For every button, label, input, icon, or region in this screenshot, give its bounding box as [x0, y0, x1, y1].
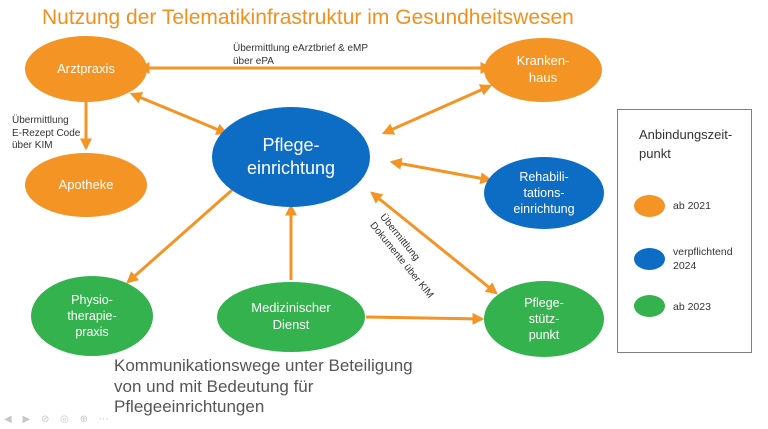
legend-item-2023: ab 2023 — [673, 301, 711, 313]
node-medizinischer-dienst: Medizinischer Dienst — [217, 282, 365, 352]
legend-dot-orange — [634, 195, 665, 217]
node-apotheke: Apotheke — [25, 153, 147, 217]
label-erezept: Übermittlung E-Rezept Code über KIM — [12, 115, 81, 151]
node-pflegeeinrichtung-label: Pflege- einrichtung — [246, 134, 336, 178]
node-medizinischer-dienst-label: Medizinischer Dienst — [251, 300, 331, 332]
node-physiotherapie: Physio- therapie- praxis — [31, 276, 153, 356]
legend-item-2021: ab 2021 — [673, 200, 711, 212]
node-krankenhaus-label: Kranken- haus — [516, 53, 570, 85]
arrow-reha-pflege — [389, 157, 493, 185]
legend-dot-blue — [634, 248, 665, 270]
arrow-md-stuetzpunkt — [365, 312, 485, 325]
node-apotheke-label: Apotheke — [58, 176, 114, 192]
legend: Anbindungszeit- punkt ab 2021 verpflicht… — [617, 109, 752, 353]
node-pflegeeinrichtung: Pflege- einrichtung — [212, 107, 370, 207]
node-arztpraxis: Arztpraxis — [25, 36, 147, 102]
node-pflegestuetzpunkt-label: Pflege- stütz- punkt — [524, 295, 564, 343]
legend-title: Anbindungszeit- punkt — [639, 127, 733, 161]
arrow-krankenhaus-pflege — [381, 84, 493, 135]
arrow-pflege-stuetzpunkt — [370, 191, 498, 295]
toolbar-icons[interactable]: ◀ ▶ ⊘ ◎ ⊕ ⋯ — [4, 414, 113, 425]
node-physiotherapie-label: Physio- therapie- praxis — [67, 292, 117, 340]
legend-dot-green — [634, 295, 665, 317]
node-arztpraxis-label: Arztpraxis — [57, 60, 115, 76]
node-rehabilitation: Rehabili- tations- einrichtung — [484, 157, 604, 229]
arrow-pflege-physio — [126, 188, 233, 284]
label-earztbrief: Übermittlung eArztbrief & eMP über ePA — [233, 43, 369, 67]
caption: Kommunikationswege unter Beteiligung von… — [114, 356, 413, 417]
node-rehabilitation-label: Rehabili- tations- einrichtung — [513, 169, 575, 217]
node-krankenhaus: Kranken- haus — [484, 38, 602, 102]
arrow-arztpraxis-pflege — [129, 92, 229, 135]
node-pflegestuetzpunkt: Pflege- stütz- punkt — [484, 281, 604, 357]
legend-item-2024: verpflichtend 2024 — [673, 246, 733, 272]
diagram-title: Nutzung der Telematikinfrastruktur im Ge… — [42, 6, 574, 29]
